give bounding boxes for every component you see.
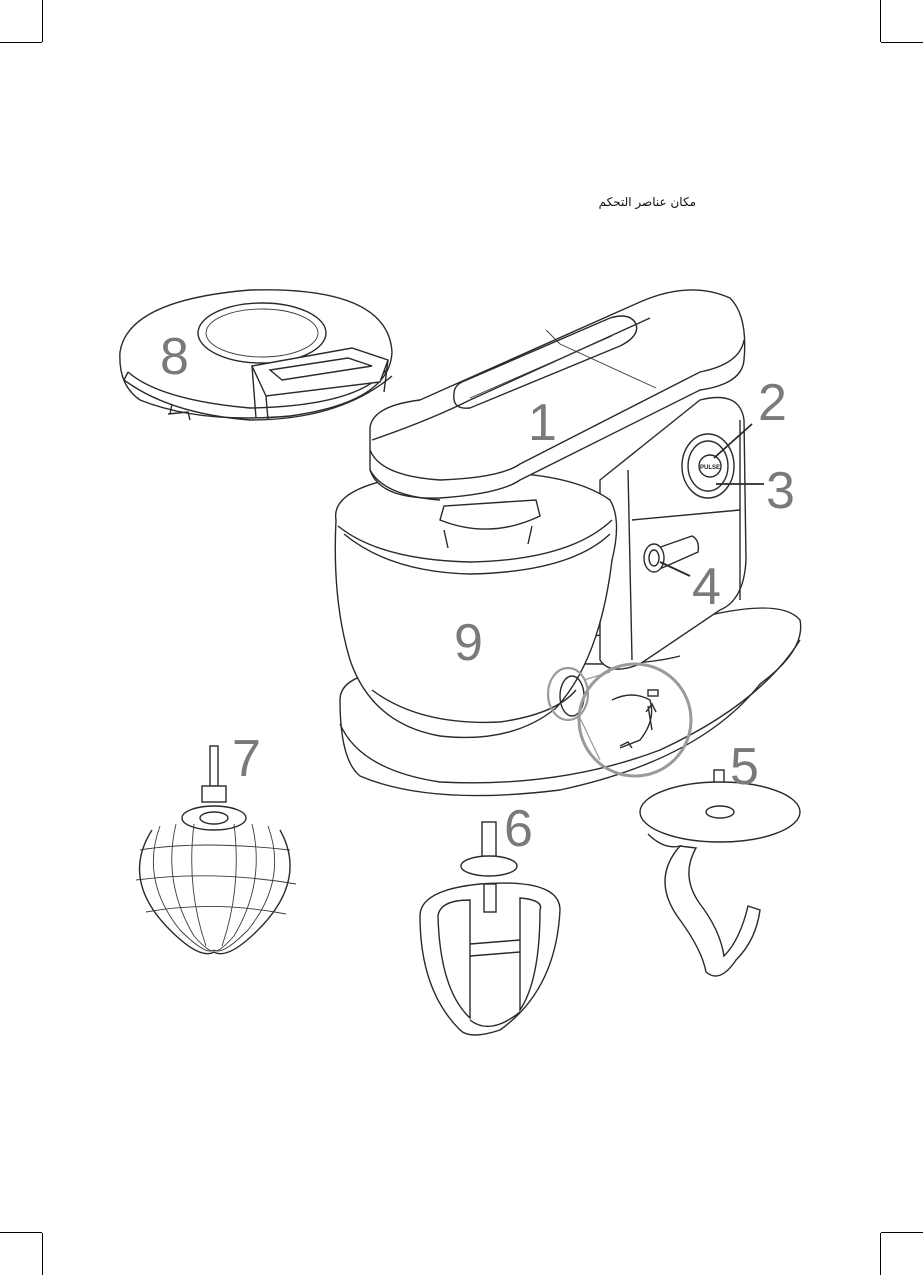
callout-1: 1	[528, 394, 557, 452]
dough-hook-drawing	[640, 770, 800, 976]
beater-drawing	[420, 822, 560, 1035]
callout-8: 8	[160, 328, 189, 386]
callout-7: 7	[232, 730, 261, 788]
callout-5: 5	[730, 738, 759, 796]
callout-4: 4	[692, 558, 721, 616]
callout-9: 9	[454, 614, 483, 672]
whisk-drawing	[136, 746, 296, 954]
pulse-button-label: PULSE	[700, 465, 720, 471]
callout-6: 6	[504, 800, 533, 858]
callout-2: 2	[758, 374, 787, 432]
callout-3: 3	[766, 462, 795, 520]
mixer-body-drawing: PULSE	[335, 290, 800, 796]
